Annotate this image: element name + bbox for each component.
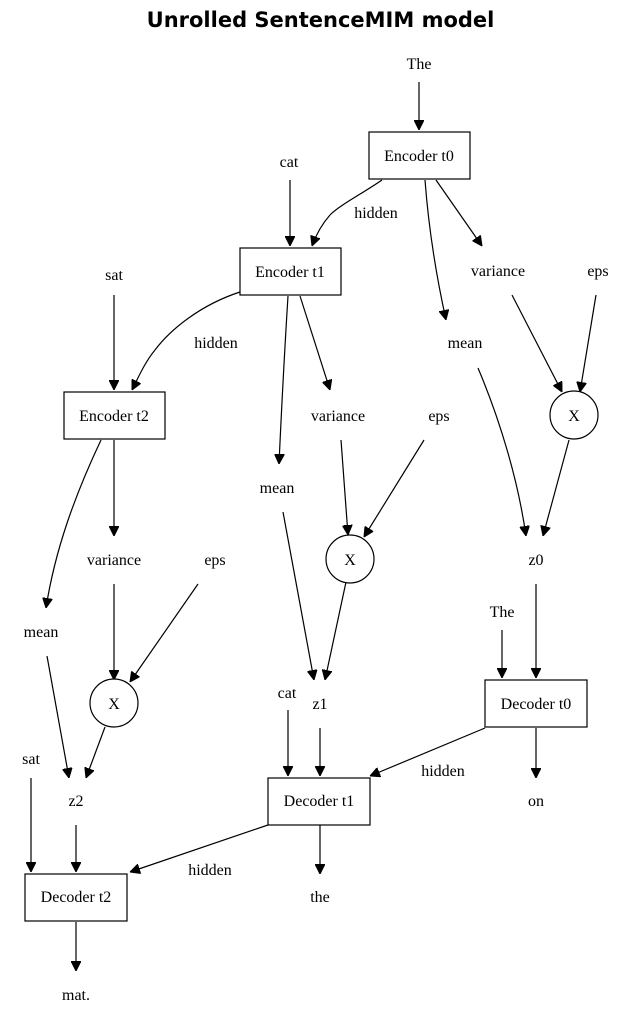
variance-t0-label: variance [471, 263, 525, 280]
eps-t2-label: eps [204, 552, 225, 569]
edge-hidden-enc1 [312, 214, 331, 246]
decoder-input-the: The [490, 604, 515, 621]
edge-enc1-variance [299, 295, 330, 390]
decoder-t0-label: Decoder t0 [501, 696, 572, 713]
multiply-t2-label: X [108, 696, 120, 713]
mean-t0-label: mean [448, 335, 483, 352]
encoder-t0-label: Encoder t0 [384, 148, 454, 165]
eps-t0-label: eps [587, 263, 608, 280]
labels: The Encoder t0 cat hidden Encoder t1 var… [22, 56, 609, 1004]
decoder-t1-box [267, 777, 371, 826]
edge-x0-z0 [543, 439, 570, 536]
edge-dec1-dec2 [130, 824, 269, 872]
decoder-t2-box [24, 873, 128, 922]
edge-eps2-x2 [130, 583, 199, 682]
z0-label: z0 [528, 552, 543, 569]
decoder-t1-label: Decoder t1 [284, 793, 355, 810]
multiply-t1-label: X [344, 552, 356, 569]
decoder-input-cat: cat [278, 685, 297, 702]
output-the: the [310, 889, 330, 906]
hidden-e0-e1-label: hidden [354, 205, 398, 222]
multiply-t0-label: X [568, 408, 580, 425]
hidden-d1-d2-label: hidden [188, 862, 232, 879]
edge-dec0-dec1 [370, 727, 486, 776]
multiply-node-t0 [549, 390, 599, 440]
z1-label: z1 [312, 696, 327, 713]
encoder-t0-box [368, 131, 471, 180]
edge-var1-x1 [340, 439, 348, 535]
edge-mean2-z2 [46, 655, 69, 778]
diagram-title: Unrolled SentenceMIM model [146, 8, 495, 32]
z2-label: z2 [68, 793, 83, 810]
edge-enc2-mean [46, 439, 102, 608]
input-sat: sat [105, 267, 123, 284]
edge-enc0-hidden [329, 179, 383, 216]
output-on: on [528, 793, 544, 810]
nodes [24, 131, 599, 922]
edge-eps0-x0 [580, 294, 597, 392]
edge-x1-z1 [325, 581, 347, 680]
edge-var0-x0 [511, 294, 563, 392]
multiply-node-t2 [89, 678, 139, 728]
decoder-t2-label: Decoder t2 [41, 889, 112, 906]
multiply-node-t1 [325, 534, 375, 584]
edge-enc0-variance [435, 179, 482, 246]
edge-mean1-z1 [282, 511, 314, 680]
variance-t1-label: variance [311, 408, 365, 425]
edge-enc1-hidden [154, 291, 241, 351]
encoder-t1-box [239, 247, 342, 296]
edge-eps1-x1 [364, 439, 425, 537]
variance-t2-label: variance [87, 552, 141, 569]
edge-enc0-mean [424, 179, 446, 320]
decoder-input-sat: sat [22, 751, 40, 768]
mean-t1-label: mean [260, 480, 295, 497]
edge-hidden-enc2 [131, 349, 156, 390]
hidden-e1-e2-label: hidden [194, 335, 238, 352]
edges [31, 82, 597, 971]
encoder-t2-label: Encoder t2 [79, 408, 149, 425]
edge-x2-z2 [86, 726, 106, 778]
input-cat: cat [280, 154, 299, 171]
decoder-t0-box [484, 679, 588, 728]
encoder-t1-label: Encoder t1 [255, 264, 325, 281]
hidden-d0-d1-label: hidden [421, 763, 465, 780]
encoder-t2-box [63, 391, 166, 440]
output-mat: mat. [62, 987, 90, 1004]
eps-t1-label: eps [428, 408, 449, 425]
edge-enc1-mean [279, 295, 289, 464]
input-the: The [407, 56, 432, 73]
mean-t2-label: mean [24, 624, 59, 641]
edge-mean0-z0 [477, 367, 526, 536]
